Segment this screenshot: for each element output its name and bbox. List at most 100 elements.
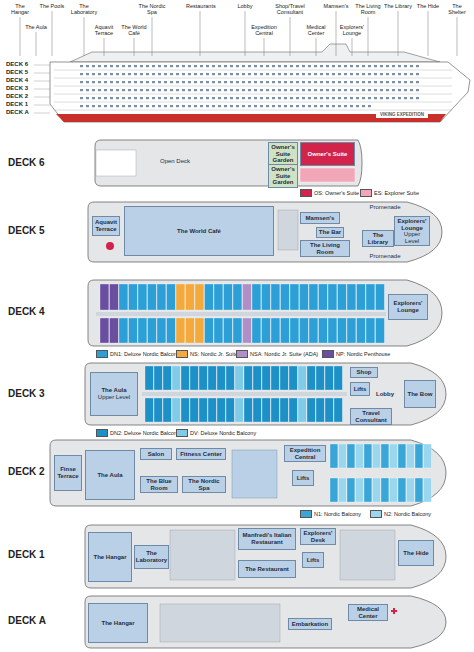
- window: [362, 81, 365, 83]
- window: [212, 65, 215, 67]
- window: [152, 73, 155, 75]
- window: [284, 105, 287, 107]
- window: [332, 73, 335, 75]
- deck-pointer: [34, 81, 50, 82]
- window: [314, 65, 317, 67]
- room-box: Medical Center: [348, 604, 388, 621]
- room-name: Owner's Suite Garden: [270, 166, 296, 186]
- room-name: The Hangar: [101, 620, 134, 627]
- window: [206, 105, 209, 107]
- window: [386, 73, 389, 75]
- window: [404, 65, 407, 67]
- callout-label: Aquavit Terrace: [90, 24, 118, 36]
- window: [188, 65, 191, 67]
- cabin-cell: [199, 366, 207, 390]
- callout-label: The Aula: [22, 24, 50, 30]
- cabin-cell: [190, 398, 198, 422]
- window: [176, 105, 179, 107]
- legend-swatch: [236, 350, 248, 358]
- room-box: The World Café: [124, 206, 274, 256]
- cabin-cell: [319, 318, 328, 343]
- room-box: Manfredi's Italian Restaurant: [238, 528, 296, 550]
- window: [314, 97, 317, 99]
- window: [296, 65, 299, 67]
- window: [98, 81, 101, 83]
- cabin-cell: [364, 444, 372, 468]
- window: [326, 97, 329, 99]
- cabin-cell: [376, 284, 385, 310]
- legend-text: NSA: Nordic Jr. Suite (ADA): [250, 351, 318, 357]
- room-box: Fitness Center: [176, 448, 226, 460]
- cabin-cell: [181, 366, 189, 390]
- room-name: Explorers' Desk: [302, 530, 334, 543]
- window: [320, 73, 323, 75]
- cabin-cell: [334, 398, 342, 422]
- room-box: Shop: [350, 367, 378, 378]
- deck-line: [54, 86, 452, 87]
- window: [338, 73, 341, 75]
- callout-label: Mamsen's: [322, 3, 350, 9]
- legend-text: N2: Nordic Balcony: [384, 511, 431, 517]
- window: [266, 65, 269, 67]
- window: [182, 73, 185, 75]
- cabin-cell: [290, 284, 299, 310]
- window: [338, 105, 341, 107]
- room-box: The Bow: [404, 380, 436, 408]
- window: [284, 81, 287, 83]
- window: [272, 97, 275, 99]
- cabin-cell: [300, 318, 309, 343]
- cabin-cell: [334, 366, 342, 390]
- window: [404, 81, 407, 83]
- window: [332, 81, 335, 83]
- window: [140, 65, 143, 67]
- leader-line: [52, 11, 53, 56]
- cabin-cell: [280, 398, 288, 422]
- callout-label: Expedition Central: [250, 24, 278, 36]
- window: [308, 97, 311, 99]
- deck-label: DECK 2: [6, 93, 36, 100]
- cabin-cell: [281, 318, 290, 343]
- window: [152, 97, 155, 99]
- cabin-cell: [181, 398, 189, 422]
- window: [218, 97, 221, 99]
- room-name: The Aula: [101, 387, 126, 394]
- window: [152, 89, 155, 91]
- window: [182, 65, 185, 67]
- cabin-cell: [224, 318, 233, 343]
- window: [116, 97, 119, 99]
- window: [230, 73, 233, 75]
- window: [290, 105, 293, 107]
- cabin-cell: [347, 478, 355, 502]
- window: [272, 73, 275, 75]
- legend-item: DV: Deluxe Nordic Balcony: [176, 429, 256, 437]
- window: [356, 89, 359, 91]
- window: [368, 105, 371, 107]
- window: [356, 97, 359, 99]
- window: [338, 81, 341, 83]
- window: [80, 97, 83, 99]
- cabin-cell: [217, 398, 225, 422]
- room-name: Lifts: [297, 475, 310, 482]
- window: [104, 65, 107, 67]
- window: [104, 73, 107, 75]
- window: [230, 89, 233, 91]
- window: [236, 73, 239, 75]
- window: [188, 81, 191, 83]
- window: [350, 65, 353, 67]
- window: [410, 97, 413, 99]
- window: [134, 81, 137, 83]
- window: [98, 73, 101, 75]
- window: [170, 65, 173, 67]
- window: [284, 97, 287, 99]
- window: [290, 97, 293, 99]
- deck-outline: [88, 202, 442, 262]
- window: [380, 97, 383, 99]
- window: [248, 97, 251, 99]
- window: [212, 73, 215, 75]
- window: [404, 89, 407, 91]
- cabin-cell: [328, 284, 337, 310]
- cabin-cell: [280, 366, 288, 390]
- legend-swatch: [322, 350, 334, 358]
- window: [266, 89, 269, 91]
- callout-label: The World Café: [120, 24, 148, 36]
